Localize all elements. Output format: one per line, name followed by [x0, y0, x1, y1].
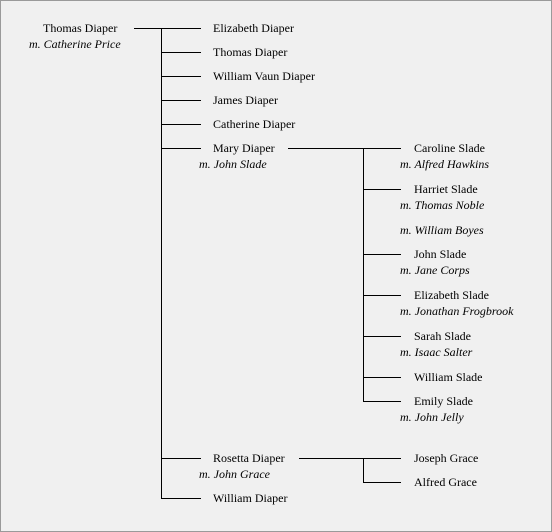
grandchild-harriet-spouse: m. Thomas Noble [400, 198, 485, 212]
child-mary-spouse: m. John Slade [199, 157, 267, 171]
grandchild-emily-spouse: m. John Jelly [400, 410, 464, 424]
grandchild-harriet-slade: Harriet Slade [414, 182, 478, 196]
child-rosetta-diaper: Rosetta Diaper [213, 451, 285, 465]
child-james-diaper: James Diaper [213, 93, 278, 107]
child-william-diaper: William Diaper [213, 491, 288, 505]
grandchild-william-slade: William Slade [414, 370, 483, 384]
child-mary-diaper: Mary Diaper [213, 141, 275, 155]
grandchild-harriet-spouse-2: m. William Boyes [400, 223, 484, 237]
root-spouse: m. Catherine Price [29, 37, 121, 51]
child-thomas-diaper: Thomas Diaper [213, 45, 288, 59]
grandchild-joseph-grace: Joseph Grace [414, 451, 479, 465]
child-rosetta-spouse: m. John Grace [199, 467, 270, 481]
child-catherine-diaper: Catherine Diaper [213, 117, 296, 131]
grandchild-caroline-spouse: m. Alfred Hawkins [400, 157, 489, 171]
grandchild-sarah-spouse: m. Isaac Salter [400, 345, 473, 359]
grandchild-john-slade: John Slade [414, 247, 467, 261]
grandchild-elizabeth-slade: Elizabeth Slade [414, 288, 489, 302]
grandchild-elizabeth-spouse: m. Jonathan Frogbrook [400, 304, 514, 318]
child-elizabeth-diaper: Elizabeth Diaper [213, 21, 294, 35]
grandchild-emily-slade: Emily Slade [414, 394, 473, 408]
grandchild-caroline-slade: Caroline Slade [414, 141, 485, 155]
grandchild-alfred-grace: Alfred Grace [414, 475, 477, 489]
grandchild-john-spouse: m. Jane Corps [400, 263, 470, 277]
child-william-vaun-diaper: William Vaun Diaper [213, 69, 315, 83]
grandchild-sarah-slade: Sarah Slade [414, 329, 471, 343]
root-name: Thomas Diaper [43, 21, 118, 35]
